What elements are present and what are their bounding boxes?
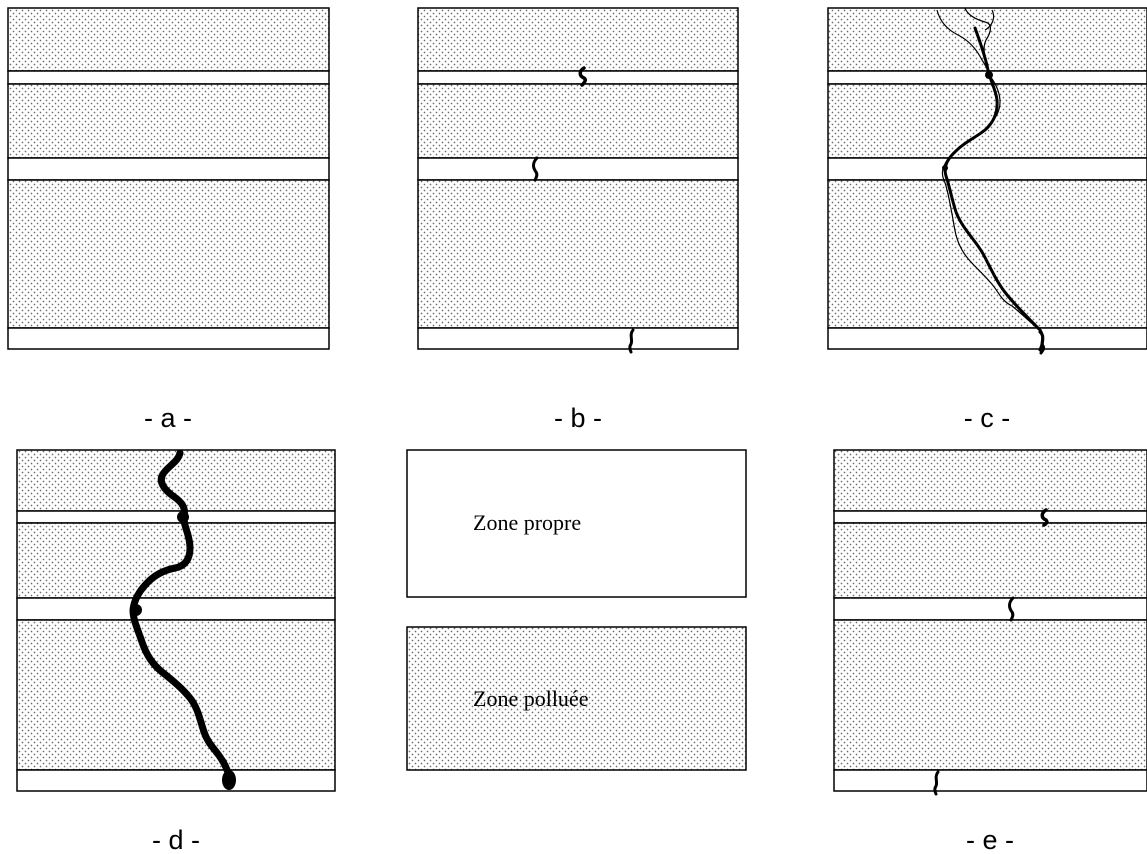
panel-b-fissure-1 <box>578 66 587 87</box>
panel-e-fissure-3 <box>933 770 940 796</box>
panel-c-polluted-layer-2 <box>827 83 1147 159</box>
panel-b-polluted-layer-2 <box>417 83 739 159</box>
legend-polluted-swatch <box>406 626 747 771</box>
panel-c-polluted-layer-1 <box>827 7 1147 72</box>
panel-a-polluted-layer-2 <box>7 83 330 159</box>
panel-b-clean-layer-1 <box>417 70 739 85</box>
panel-e-polluted-layer-3 <box>833 619 1147 771</box>
panel-b <box>417 7 739 354</box>
panel-d <box>16 449 336 792</box>
panel-c-polluted-layer-3 <box>827 179 1147 329</box>
caption-a: - a - <box>144 403 192 433</box>
panel-c-clean-layer-3 <box>827 327 1147 350</box>
panel-e <box>833 449 1147 796</box>
legend: Zone propre Zone polluée <box>406 449 747 771</box>
panel-c-clean-layer-2 <box>827 157 1147 181</box>
panel-c-blob-1 <box>985 71 993 79</box>
panel-a-clean-layer-1 <box>7 70 330 85</box>
panel-a <box>7 7 330 350</box>
panel-b-polluted-layer-3 <box>417 179 739 329</box>
panel-d-clean-layer-1 <box>16 510 336 524</box>
panel-e-fissure-1 <box>1040 508 1049 527</box>
panel-d-polluted-layer-2 <box>16 522 336 599</box>
panel-c-fissure-branch-3 <box>984 9 995 31</box>
panel-e-clean-layer-3 <box>833 769 1147 792</box>
legend-clean-swatch <box>406 449 747 598</box>
panel-d-blob-1 <box>177 511 189 523</box>
panel-a-clean-layer-2 <box>7 157 330 181</box>
panel-d-clean-layer-3 <box>16 769 336 792</box>
panel-b-fissure-2 <box>532 156 539 182</box>
legend-polluted-label: Zone polluée <box>473 686 588 711</box>
panel-a-clean-layer-3 <box>7 327 330 350</box>
panel-e-polluted-layer-1 <box>833 449 1147 512</box>
panel-e-polluted-layer-2 <box>833 522 1147 599</box>
panel-d-fissure-main <box>129 449 234 782</box>
panel-c-blob-2 <box>942 165 948 171</box>
panel-d-blob-3 <box>222 770 236 790</box>
panel-c <box>827 7 1147 355</box>
panel-a-polluted-layer-3 <box>7 179 330 329</box>
panel-d-polluted-layer-3 <box>16 619 336 771</box>
panel-e-clean-layer-1 <box>833 510 1147 524</box>
panel-c-fissure-main <box>943 26 1045 352</box>
panel-b-fissure-3 <box>628 328 635 354</box>
caption-c: - c - <box>964 403 1011 433</box>
panel-e-clean-layer-2 <box>833 597 1147 621</box>
panel-e-fissure-2 <box>1008 596 1015 622</box>
panel-b-clean-layer-2 <box>417 157 739 181</box>
legend-clean-label: Zone propre <box>473 510 581 535</box>
panel-c-fissure-thin <box>941 75 1041 331</box>
panel-b-polluted-layer-1 <box>417 7 739 72</box>
panel-b-clean-layer-3 <box>417 327 739 350</box>
caption-b: - b - <box>554 403 602 433</box>
caption-d: - d - <box>152 825 200 854</box>
panel-d-clean-layer-2 <box>16 597 336 621</box>
panel-c-fissure-bottom <box>1038 330 1046 355</box>
caption-e: - e - <box>966 825 1014 854</box>
panel-a-polluted-layer-1 <box>7 7 330 72</box>
panel-d-blob-2 <box>130 604 142 616</box>
